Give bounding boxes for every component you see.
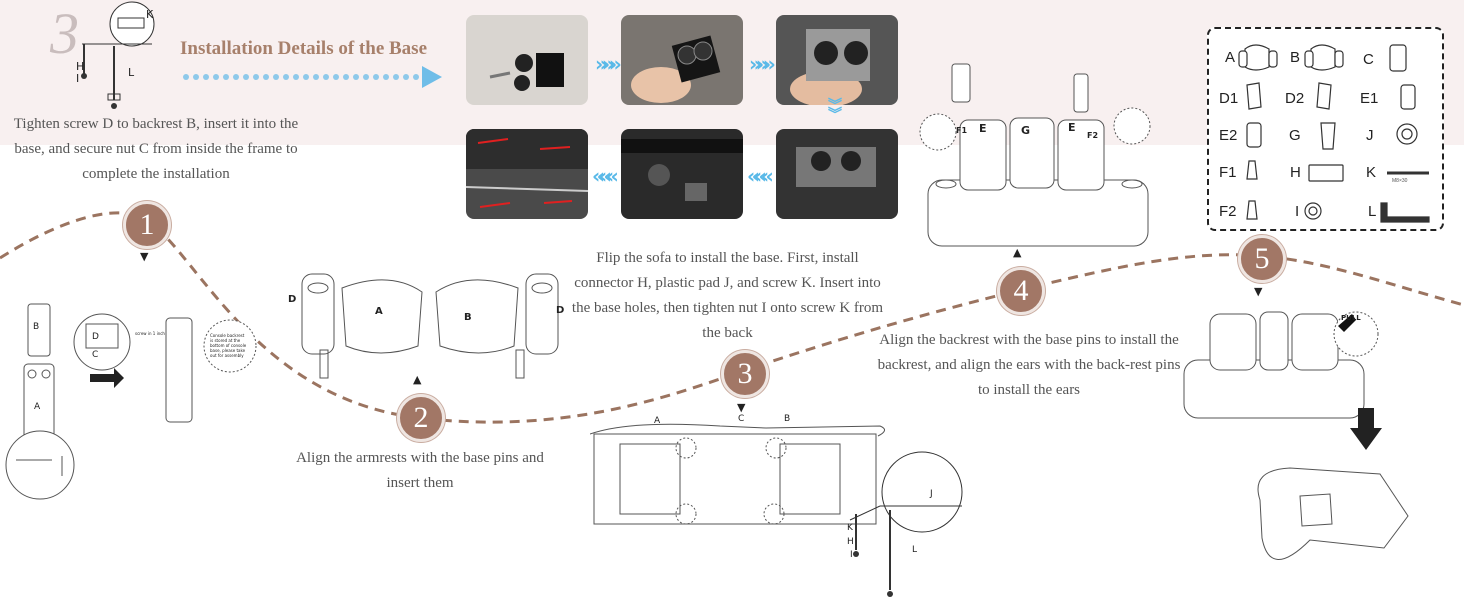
part-label-c: C — [1363, 51, 1374, 68]
pointer-down-icon: ▼ — [140, 250, 149, 263]
detail-label-k: K — [146, 8, 154, 21]
pull-label: PULL — [1341, 314, 1361, 322]
step1-label-b: B — [33, 322, 40, 332]
step3-label-h: H — [847, 537, 854, 547]
step3-label-j: J — [930, 489, 933, 499]
photo-bracket-mounted — [776, 129, 898, 219]
part-label-h: H — [1290, 164, 1301, 181]
step2-label-d-left: D — [288, 294, 297, 305]
step2-label-b: B — [464, 312, 472, 323]
chevron-left-icon: ««« — [592, 164, 619, 188]
armrest-d2-icon — [1316, 82, 1332, 110]
part-label-j: J — [1366, 127, 1374, 144]
pointer-down-icon: ▼ — [1254, 285, 1263, 298]
step5-recliner-illustration — [1183, 311, 1409, 560]
pointer-down-icon: ▼ — [737, 401, 746, 414]
step3-label-a: A — [654, 416, 661, 426]
plastic-pad-j-icon — [1396, 123, 1418, 145]
step4-label-f2: F2 — [1087, 131, 1099, 140]
step2-label-d-right: D — [556, 305, 565, 316]
backrest-g-icon — [1320, 122, 1336, 150]
connector-h-icon — [1308, 164, 1344, 182]
ear-e2-icon — [1246, 122, 1262, 148]
step-badge-4: 4 — [997, 267, 1045, 315]
part-label-f1: F1 — [1219, 164, 1237, 181]
step2-label-a: A — [375, 306, 383, 317]
chevron-right-icon: »»» — [595, 52, 622, 76]
step4-label-e-left: E — [979, 122, 987, 135]
part-label-a: A — [1225, 49, 1236, 66]
photo-hardware-parts — [466, 15, 588, 105]
base-detail-sketch — [81, 1, 155, 109]
step3-base-illustration — [590, 423, 963, 597]
photo-bracket-assembled — [776, 15, 898, 105]
step-badge-3: 3 — [721, 350, 769, 398]
step4-label-e-right: E — [1068, 121, 1076, 134]
step3-instruction: Flip the sofa to install the base. First… — [571, 250, 884, 341]
step-badge-2: 2 — [397, 394, 445, 442]
step4-instruction: Align the backrest with the base pins to… — [877, 332, 1181, 398]
step3-label-c: C — [738, 414, 745, 424]
part-label-f2: F2 — [1219, 203, 1237, 220]
step4-label-f1: F1 — [956, 126, 968, 135]
section-title: Installation Details of the Base — [180, 38, 427, 59]
photo-base-bracket-closeup — [621, 129, 743, 219]
chevron-left-icon: ««« — [747, 164, 774, 188]
nut-i-icon — [1304, 202, 1322, 220]
chevron-right-icon: »»» — [749, 52, 776, 76]
step-badge-5: 5 — [1238, 235, 1286, 283]
part-label-e2: E2 — [1219, 127, 1238, 144]
part-label-i: I — [1295, 203, 1300, 220]
pointer-up-icon: ▲ — [1013, 246, 1022, 259]
step-badge-1: 1 — [123, 201, 171, 249]
armrest-d1-icon — [1246, 82, 1262, 110]
step4-label-g: G — [1021, 124, 1031, 137]
hex-key-l-icon — [1380, 202, 1430, 223]
watermark-step: 3 — [50, 1, 79, 66]
step1-label-a: A — [34, 402, 41, 412]
bracket-f2-icon — [1246, 200, 1258, 220]
backrest-b-icon — [1304, 44, 1344, 71]
step4-backrest-illustration — [919, 63, 1151, 247]
bracket-f1-icon — [1246, 160, 1258, 180]
step1-note-screw: screw in 1 inch — [135, 331, 165, 336]
part-label-d2: D2 — [1285, 90, 1305, 107]
step3-label-k: K — [847, 523, 853, 533]
step2-armrest-illustration — [301, 273, 559, 379]
part-label-d1: D1 — [1219, 90, 1239, 107]
step1-label-c: C — [92, 350, 99, 360]
step3-label-i: I — [850, 550, 853, 560]
part-label-l: L — [1368, 203, 1377, 220]
step1-console-illustration — [5, 303, 257, 500]
console-c-icon — [1389, 44, 1407, 72]
part-label-b: B — [1290, 49, 1301, 66]
part-label-g: G — [1289, 127, 1301, 144]
detail-label-i: I — [76, 72, 80, 85]
step1-note-console: Console backrest is stored at the bottom… — [210, 333, 247, 358]
step1-label-d: D — [92, 332, 99, 342]
detail-instruction: Tighten screw D to backrest B, insert it… — [13, 116, 299, 182]
step3-label-b: B — [784, 414, 791, 424]
detail-label-h: H — [76, 60, 85, 73]
photo-bracket-in-hand — [621, 15, 743, 105]
detail-label-l: L — [128, 66, 135, 79]
chevron-down-icon: ︾︾ — [828, 98, 842, 123]
photo-base-underside — [466, 129, 588, 219]
parts-icons — [1238, 44, 1430, 223]
flow-arrow-icon — [183, 66, 442, 88]
screw-spec-label: M8×30 — [1392, 178, 1408, 184]
part-label-e1: E1 — [1360, 90, 1379, 107]
step3-label-l: L — [912, 545, 918, 555]
step2-instruction: Align the armrests with the base pins an… — [296, 450, 544, 491]
backrest-a-icon — [1238, 44, 1278, 71]
ear-e1-icon — [1400, 84, 1416, 110]
part-label-k: K — [1366, 164, 1377, 181]
pointer-up-icon: ▲ — [413, 373, 422, 386]
